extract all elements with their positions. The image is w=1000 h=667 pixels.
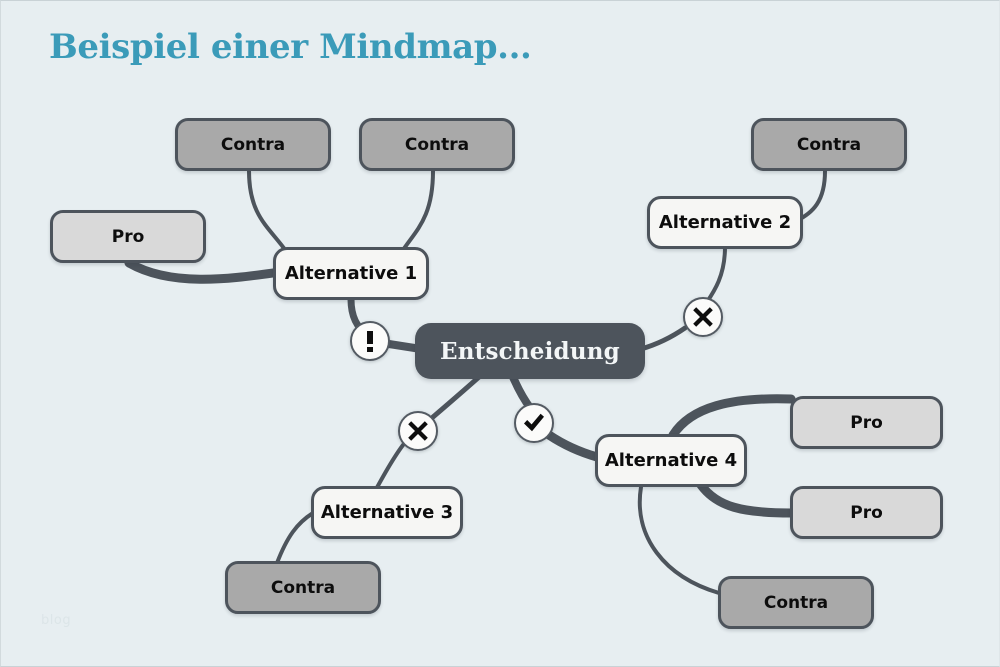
watermark-label: blog [41,613,72,628]
link-badge3-to-alt3 [373,443,405,493]
node-label: Contra [220,134,286,155]
node-label: Alternative 1 [284,263,418,284]
node-alternative-4[interactable]: Alternative 4 [595,434,747,487]
node-alternative-1[interactable]: Alternative 1 [273,247,429,300]
badge-check-alt4[interactable] [514,403,554,443]
cross-icon [691,305,715,329]
link-alt4-to-contra [637,485,721,595]
node-contra-alt3[interactable]: Contra [225,561,381,614]
node-label: Contra [763,592,829,613]
node-root-entscheidung[interactable]: Entscheidung [415,323,645,379]
link-contra-left-to-alt1 [247,169,288,253]
page-title: Beispiel einer Mindmap... [49,27,532,67]
node-contra-alt2[interactable]: Contra [751,118,907,171]
link-alt4-to-pro-top [668,394,796,440]
cross-icon [406,419,430,443]
link-pro-to-alt1 [124,258,278,284]
node-label: Pro [850,502,883,523]
node-label: Contra [270,577,336,598]
badge-exclamation-alt1[interactable] [350,321,390,361]
node-label: Alternative 3 [320,502,454,523]
link-badge4-to-alt4 [544,430,602,462]
node-label: Alternative 2 [658,212,792,233]
node-alternative-3[interactable]: Alternative 3 [311,486,463,539]
node-label: Contra [796,134,862,155]
link-root-to-badge3 [430,374,482,420]
node-contra-alt1-right[interactable]: Contra [359,118,515,171]
node-pro-alt4-bottom[interactable]: Pro [790,486,943,539]
node-label: Alternative 4 [604,450,738,471]
link-contra-right-to-alt1 [399,169,435,255]
node-label: Contra [404,134,470,155]
check-icon [522,411,546,435]
link-badge2-to-root [638,325,688,352]
node-alternative-2[interactable]: Alternative 2 [647,196,803,249]
badge-cross-alt2[interactable] [683,297,723,337]
badge-cross-alt3[interactable] [398,411,438,451]
node-pro-alt1[interactable]: Pro [50,210,206,263]
exclamation-icon [360,329,380,353]
node-pro-alt4-top[interactable]: Pro [790,396,943,449]
node-contra-alt1-left[interactable]: Contra [175,118,331,171]
node-label: Entscheidung [440,337,620,365]
node-label: Pro [111,226,145,247]
link-contra-to-alt3 [275,511,315,565]
link-alt2-to-badge [703,245,727,307]
node-contra-alt4[interactable]: Contra [718,576,874,629]
node-label: Pro [850,412,883,433]
link-alt4-to-pro-bottom [696,480,796,518]
